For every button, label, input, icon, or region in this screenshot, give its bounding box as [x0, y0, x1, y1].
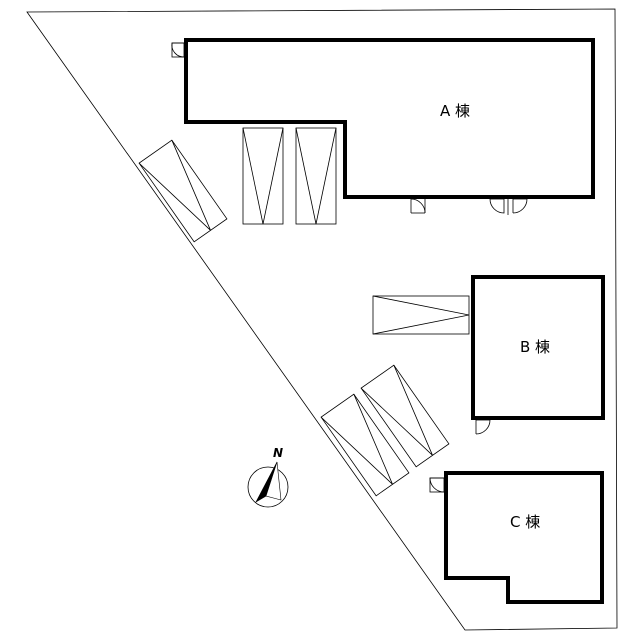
parking-space — [295, 127, 337, 225]
door — [410, 198, 426, 214]
building-c-outline — [444, 471, 604, 604]
building-a-outline — [184, 38, 595, 199]
building-c: C 棟 — [429, 471, 604, 604]
building-b: B 棟 — [471, 275, 605, 435]
north-arrow: N — [247, 446, 289, 508]
building-a: A 棟 — [171, 38, 595, 215]
north-label: N — [273, 446, 283, 460]
parking-space — [242, 127, 284, 225]
lot-boundary — [26, 8, 618, 631]
door — [171, 42, 185, 58]
building-b-outline — [471, 275, 605, 420]
door — [475, 419, 491, 435]
door — [512, 198, 528, 214]
building-b-label: B 棟 — [520, 338, 550, 356]
parking-space — [360, 364, 450, 468]
parking-space — [320, 393, 410, 497]
door — [489, 198, 509, 215]
building-a-label: A 棟 — [440, 102, 470, 120]
door — [429, 477, 445, 493]
parking-space — [372, 295, 470, 335]
parking-space — [138, 139, 228, 243]
building-c-label: C 棟 — [510, 513, 540, 531]
